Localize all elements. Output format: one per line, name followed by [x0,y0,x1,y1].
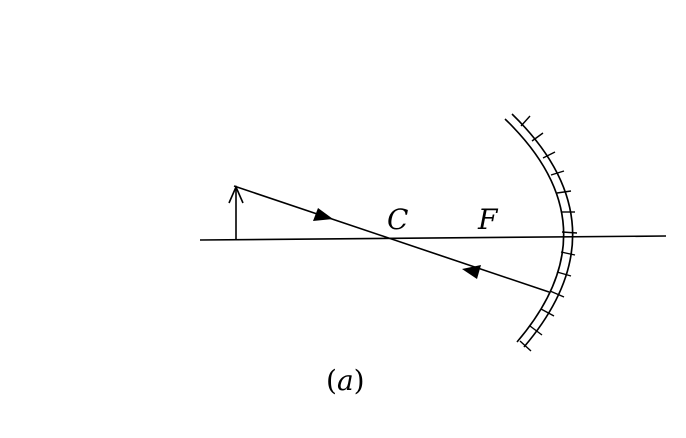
reflected-ray-arrow [462,265,481,279]
mirror-inner-surface [504,118,565,343]
caption-close-paren: ) [354,364,365,397]
incident-ray [233,185,550,293]
principal-axis [199,235,667,241]
incident-ray-arrow [313,208,333,221]
caption-open-paren: ( [326,364,337,397]
mirror-hatching [519,115,578,352]
caption-letter: a [337,364,354,397]
center-of-curvature-label: C [387,203,408,236]
mirror-outer-surface [511,113,574,348]
figure-caption: (a) [326,364,365,397]
focal-point-label: F [477,203,499,236]
